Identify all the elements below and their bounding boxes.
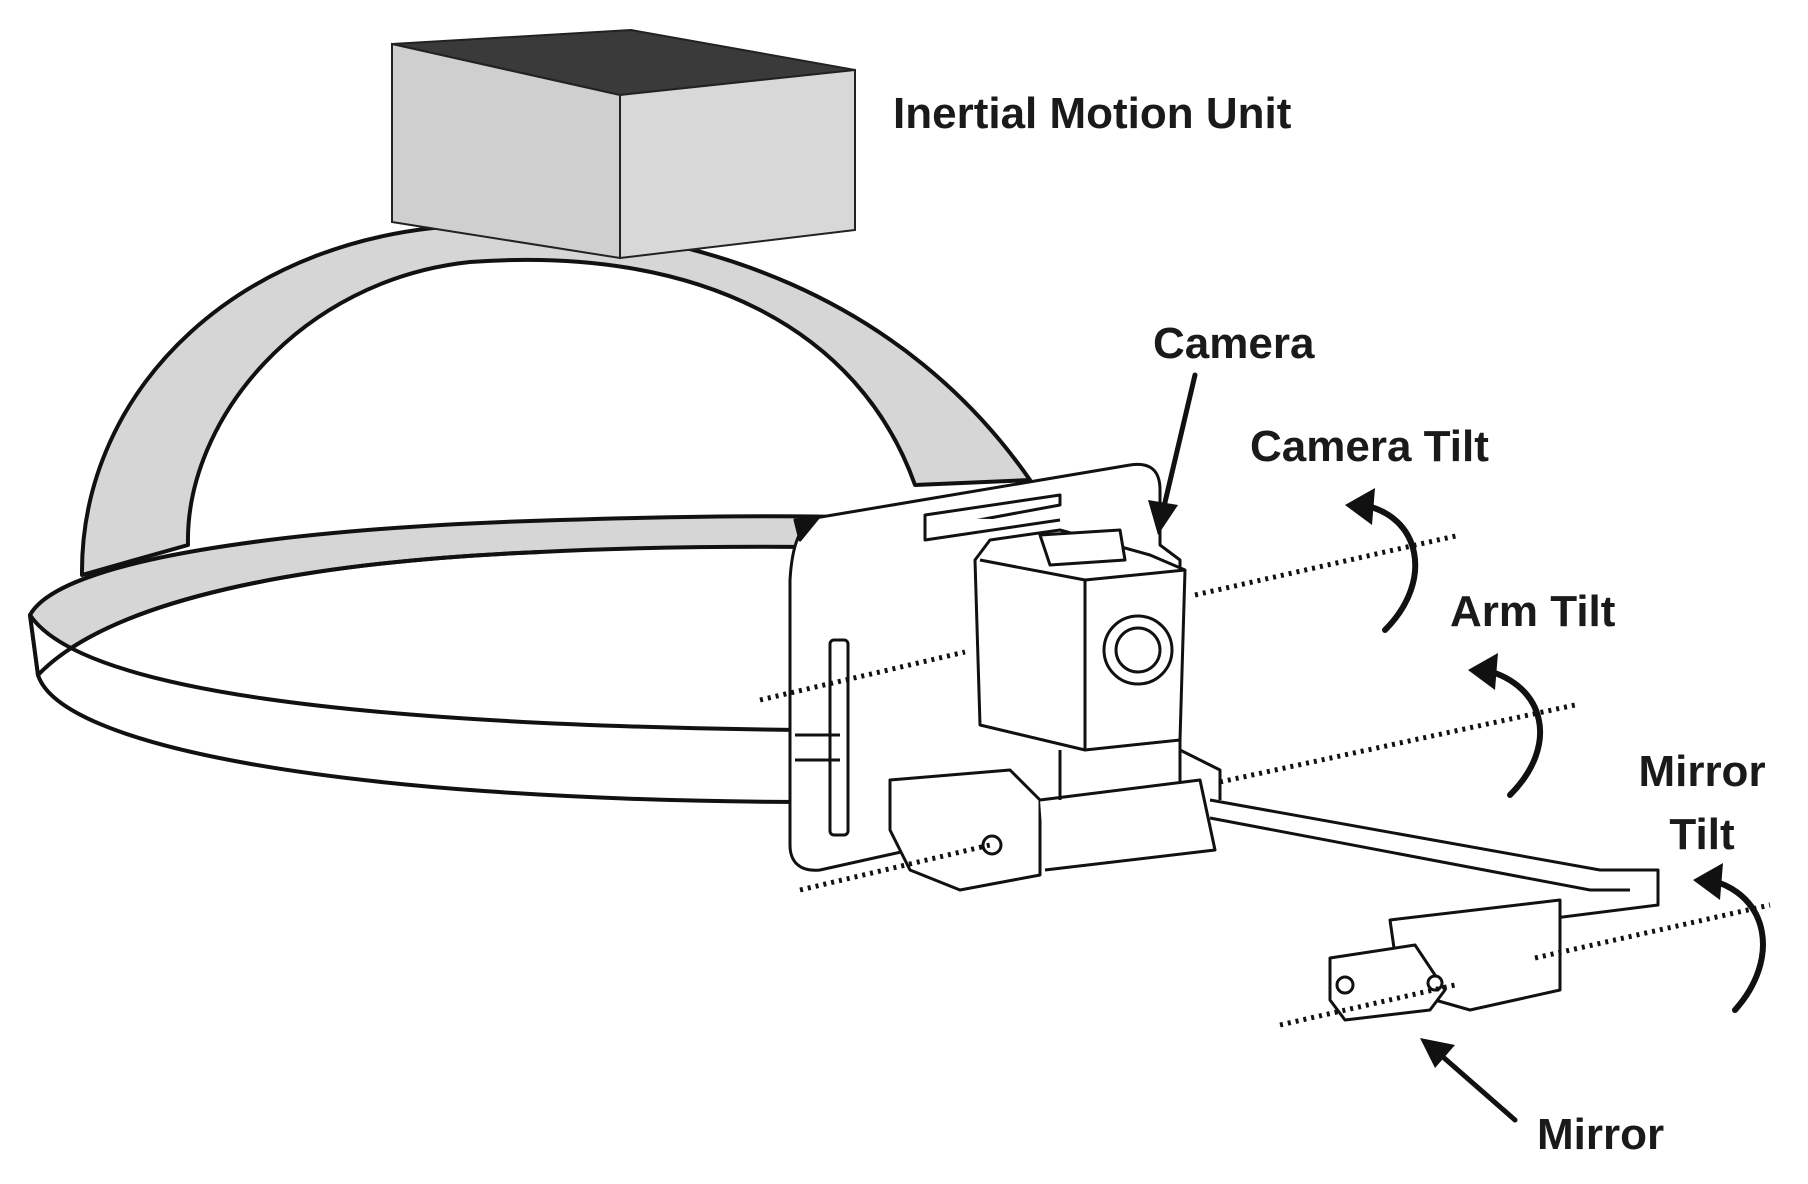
imu-box (391, 28, 856, 260)
mirror-pointer-head (1420, 1038, 1455, 1068)
arm-tilt-axis-right (1219, 702, 1576, 785)
camera-pointer-head (1148, 500, 1178, 535)
arm-tilt-axis-left (799, 842, 991, 893)
arm-tilt-arrow (1482, 667, 1544, 798)
label-mirror: Mirror (1537, 1110, 1665, 1159)
mirror-assembly (1328, 898, 1562, 1022)
tilt-arrowheads (1345, 488, 1723, 900)
tilt-arrows (1359, 502, 1766, 1013)
over-head-strap (79, 222, 1032, 577)
pointer-arrowheads (1148, 500, 1455, 1068)
mirror-tilt-arrow (1707, 877, 1766, 1013)
camera-pointer (1159, 372, 1198, 518)
label-inertial-motion-unit: Inertial Motion Unit (893, 89, 1292, 138)
label-camera-tilt: Camera Tilt (1250, 422, 1489, 471)
arm-tilt-arrowhead (1468, 653, 1498, 690)
label-arm-tilt: Arm Tilt (1450, 587, 1616, 636)
label-mirror-tilt-line2: Tilt (1669, 810, 1735, 859)
label-camera: Camera (1153, 319, 1315, 368)
camera-tilt-arrowhead (1345, 488, 1375, 525)
pointer-arrows (1159, 372, 1518, 1123)
mirror-pointer (1432, 1047, 1518, 1123)
camera-tilt-axis-left (759, 649, 966, 703)
camera-tilt-arrow (1359, 502, 1419, 633)
label-mirror-tilt-line1: Mirror (1638, 747, 1766, 796)
head-band (28, 514, 882, 804)
mirror-tilt-axis-left (1279, 982, 1456, 1028)
mirror-tilt-axis-right (1534, 902, 1771, 961)
mirror-tilt-arrowhead (1693, 863, 1723, 900)
camera-body (973, 528, 1187, 752)
arm (1179, 748, 1660, 937)
camera-tilt-axis-right (1194, 532, 1461, 598)
imu-box-side (619, 68, 856, 260)
rotation-axes (759, 532, 1771, 1028)
